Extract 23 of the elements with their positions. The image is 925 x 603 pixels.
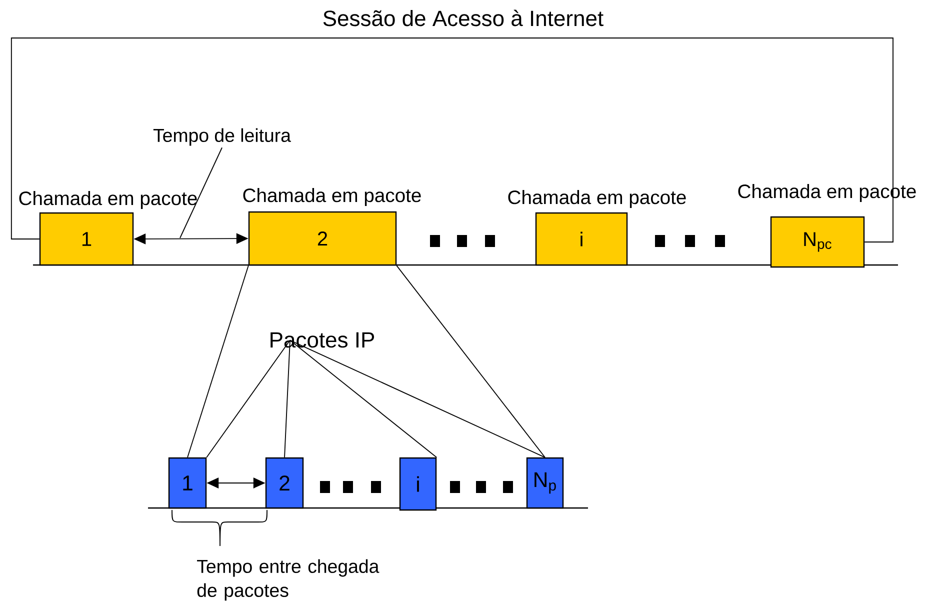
packet-call-box: i (535, 212, 628, 266)
packet-call-box: 1 (39, 212, 134, 266)
leader-line (290, 340, 546, 458)
box-caption: Chamada em pacote (242, 187, 422, 207)
packet-call-box: N$_{pc}$ (770, 216, 865, 268)
zoom-line (396, 265, 546, 458)
packet-call-box: 2 (248, 211, 397, 266)
box-caption: Chamada em pacote (18, 190, 198, 210)
leader-line (180, 147, 222, 238)
zoom-line (187, 265, 249, 458)
annotation-text: Pacotes IP (270, 332, 374, 348)
ip-packet-box: 1 (168, 457, 207, 509)
leader-line (284, 340, 290, 458)
ip-packet-box: N$_{p}$ (526, 457, 564, 509)
edge-label: Sessão de Acesso à Internet (323, 10, 604, 26)
label-text: Tempo entre chegada de pacotes (197, 559, 380, 601)
leader-line (290, 340, 438, 458)
box-caption: Chamada em pacote (506, 189, 688, 209)
ip-packet-box: i (399, 457, 437, 511)
annotation-text: Tempo de leitura (153, 128, 291, 146)
session-bracket (10, 38, 894, 242)
ip-packet-box: 2 (265, 457, 304, 509)
leader-line (206, 340, 290, 458)
